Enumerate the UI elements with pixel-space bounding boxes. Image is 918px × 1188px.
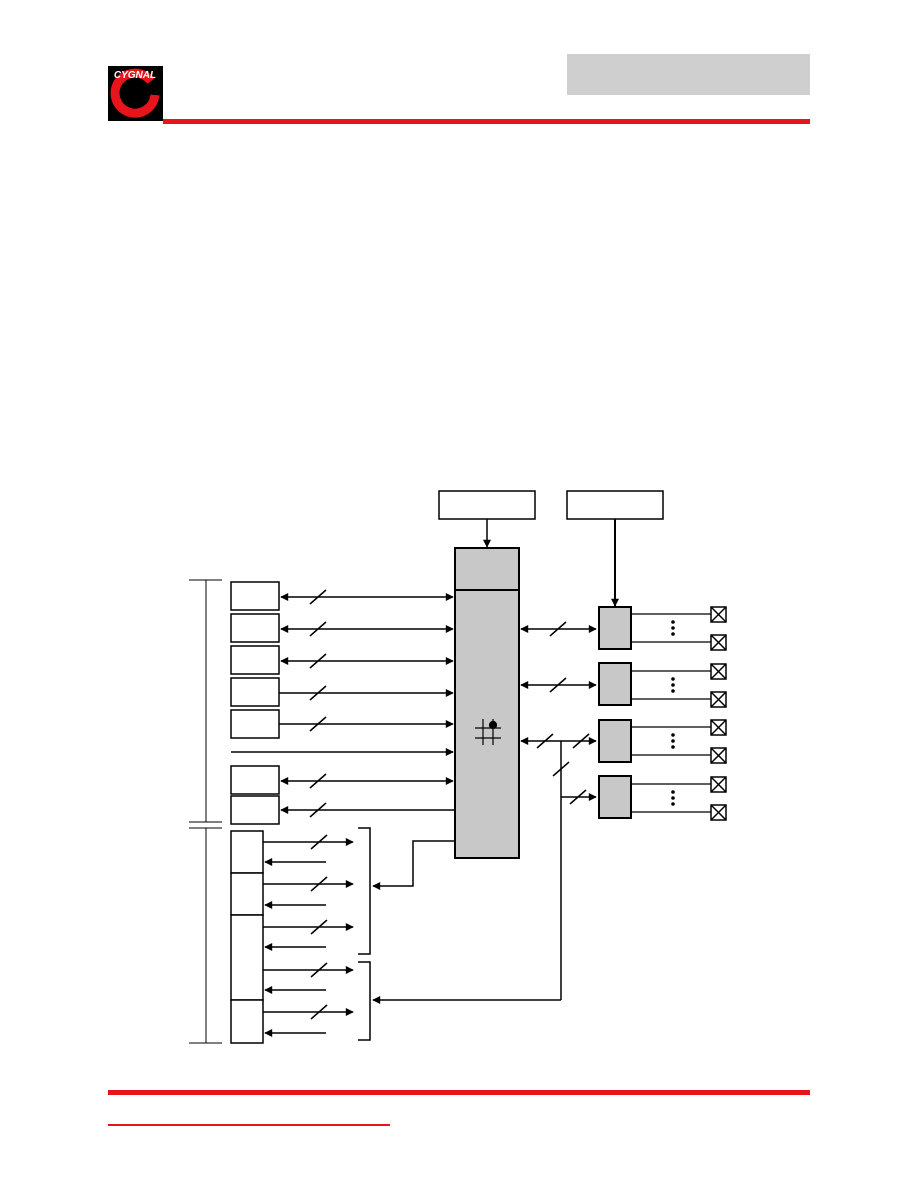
bottom-block-3 [230,914,264,1001]
header-title-box [567,54,810,95]
port-block-1 [598,662,632,706]
left-bracket-bottom [189,827,222,1044]
crossbar-block [454,547,520,859]
port-block-2 [598,719,632,763]
vertical-dots-icons [671,620,675,806]
peripheral-box-2 [230,613,280,643]
port-latch-control-box [566,490,664,520]
peripheral-box-1 [230,581,280,611]
left-bracket-top [189,579,222,823]
pin-x-box-icons [710,606,727,821]
crossbar-icon [475,719,501,745]
logo-text: CYGNAL [114,70,156,81]
bus-slash-icons [309,589,327,818]
crossbar-to-upper-bracket-route [372,840,455,890]
pin-icon-4 [710,691,727,708]
header-rule [163,119,810,124]
cygnal-logo: CYGNAL [108,66,163,121]
bottom-block-signals [263,838,354,1037]
bottom-right-bracket-upper [358,827,371,955]
pin-icon-8 [710,804,727,821]
priority-decoder-box [438,490,536,520]
peripheral-box-6 [230,765,280,795]
pin-lines [631,613,711,813]
peripheral-box-7 [230,795,280,825]
pin-icon-1 [710,606,727,623]
pin-icon-7 [710,776,727,793]
peripheral-box-5 [230,709,280,739]
peripheral-box-4 [230,677,280,707]
footer-link-underline [108,1124,390,1126]
bottom-block-1 [230,830,264,874]
bottom-block-4 [230,999,264,1044]
port-block-3 [598,775,632,819]
bottom-bus-slash-icons [310,834,328,1020]
peripheral-box-3 [230,645,280,675]
bottom-right-bracket-lower [358,961,371,1041]
pin-icon-5 [710,719,727,736]
port-block-0 [598,606,632,650]
bottom-block-2 [230,872,264,916]
pin-icon-6 [710,747,727,764]
pin-icon-3 [710,663,727,680]
port-bus-slash-icons [536,621,590,805]
footer-rule [108,1090,810,1095]
peripheral-signal-lines [231,593,455,814]
pin-icon-2 [710,634,727,651]
